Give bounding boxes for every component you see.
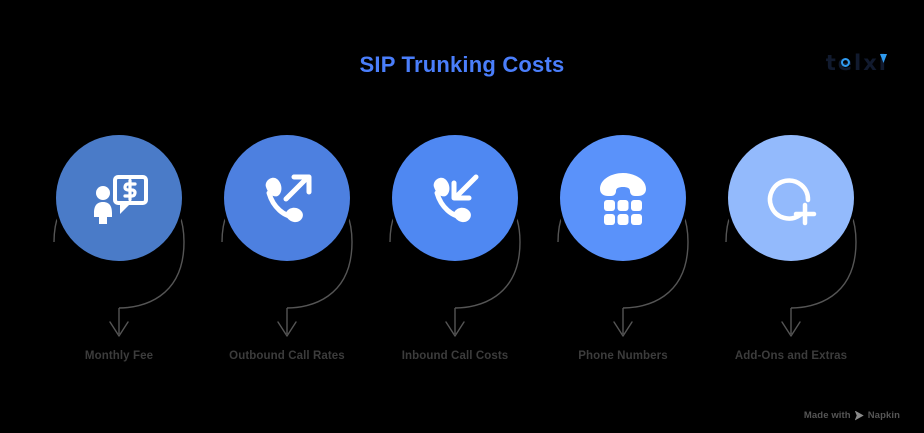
step-label: Outbound Call Rates bbox=[229, 350, 345, 362]
person-with-money-speech-bubble-icon bbox=[88, 167, 150, 229]
step-circle[interactable] bbox=[728, 135, 854, 261]
made-with-label: Made with bbox=[803, 410, 851, 421]
step-item[interactable]: Inbound Call Costs bbox=[372, 112, 538, 382]
step-item[interactable]: Outbound Call Rates bbox=[204, 112, 370, 382]
brand-logo: telxi bbox=[826, 50, 888, 76]
napkin-logo-icon bbox=[854, 410, 864, 421]
step-label: Inbound Call Costs bbox=[401, 350, 509, 362]
step-item[interactable]: Monthly Fee bbox=[36, 112, 202, 382]
header: SIP Trunking Costs telxi bbox=[0, 0, 924, 110]
outgoing-call-icon bbox=[256, 167, 318, 229]
steps-row: Monthly Fee Outbound Call Rates bbox=[0, 112, 924, 382]
step-circle[interactable] bbox=[560, 135, 686, 261]
step-item[interactable]: Add-Ons and Extras bbox=[708, 112, 874, 382]
step-label: Add-Ons and Extras bbox=[734, 350, 848, 362]
made-with-napkin-watermark: Made with Napkin bbox=[804, 410, 900, 421]
step-label: Phone Numbers bbox=[578, 350, 668, 362]
step-item[interactable]: Phone Numbers bbox=[540, 112, 706, 382]
napkin-brand-label: Napkin bbox=[867, 410, 900, 421]
circle-plus-icon bbox=[760, 167, 822, 229]
step-circle[interactable] bbox=[56, 135, 182, 261]
page-title: SIP Trunking Costs bbox=[359, 52, 565, 77]
telephone-keypad-icon bbox=[592, 167, 654, 229]
brand-logo-text: telxi bbox=[825, 50, 888, 75]
brand-logo-dot-accent bbox=[880, 54, 887, 63]
step-circle[interactable] bbox=[392, 135, 518, 261]
step-circle[interactable] bbox=[224, 135, 350, 261]
step-label: Monthly Fee bbox=[84, 350, 154, 362]
incoming-call-icon bbox=[424, 167, 486, 229]
brand-logo-eye-accent bbox=[840, 58, 850, 67]
